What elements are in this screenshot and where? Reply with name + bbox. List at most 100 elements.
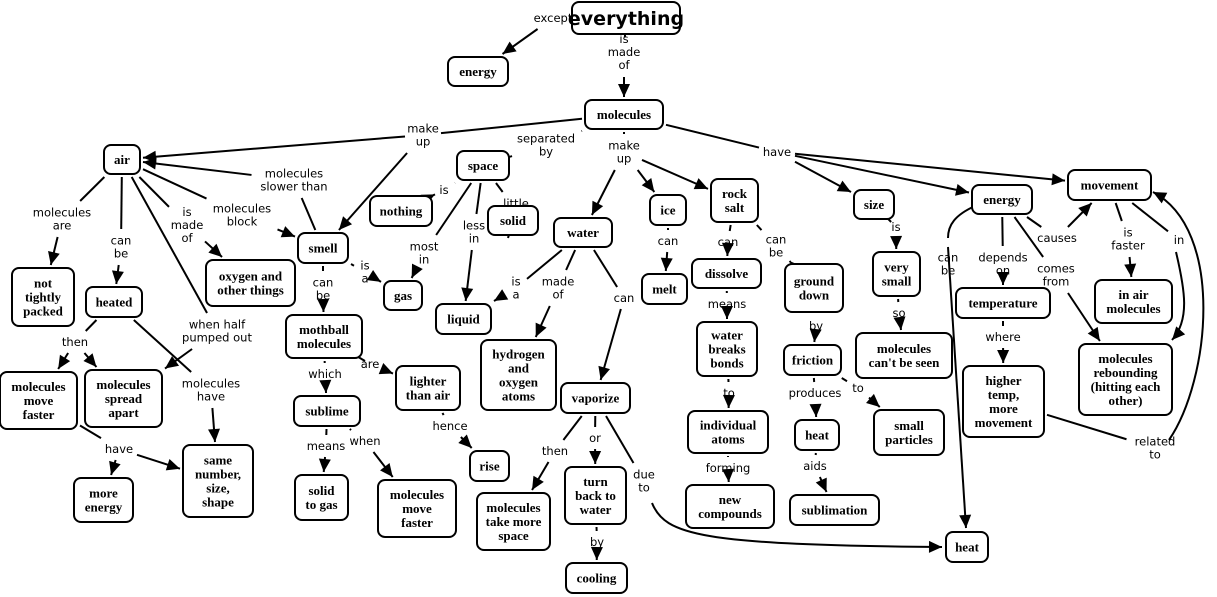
concept-heat-bottom[interactable]: heat [945,531,989,563]
concept-box[interactable] [480,339,557,411]
concept-sublimation[interactable]: sublimation [789,494,880,526]
concept-box[interactable] [945,531,989,563]
concept-box[interactable] [1078,343,1173,416]
concept-heat-mid[interactable]: heat [794,419,840,451]
concept-sublime[interactable]: sublime [293,395,361,427]
concept-box[interactable] [553,217,613,248]
concept-dissolve[interactable]: dissolve [691,258,762,289]
concept-box[interactable] [73,477,134,523]
concept-everything[interactable]: everything [568,1,684,35]
concept-box[interactable] [584,99,664,130]
concept-size[interactable]: size [853,189,895,220]
concept-melt[interactable]: melt [641,273,688,305]
concept-box[interactable] [369,195,433,227]
concept-gas[interactable]: gas [383,280,423,311]
concept-box[interactable] [294,474,349,521]
concept-box[interactable] [784,263,844,313]
concept-box[interactable] [564,466,627,525]
concept-solid[interactable]: solid [487,205,539,236]
concept-box[interactable] [487,205,539,236]
concept-box[interactable] [435,303,492,335]
concept-cooling[interactable]: cooling [565,562,628,594]
concept-box[interactable] [853,189,895,220]
concept-box[interactable] [469,450,510,482]
concept-box[interactable] [395,365,461,411]
concept-energy-top[interactable]: energy [447,56,509,87]
concept-box[interactable] [855,332,953,379]
concept-box[interactable] [872,251,921,297]
concept-box[interactable] [297,232,349,264]
concept-box[interactable] [955,287,1051,319]
concept-rise[interactable]: rise [469,450,510,482]
concept-box[interactable] [447,56,509,87]
concept-box[interactable] [789,494,880,526]
concept-space[interactable]: space [456,150,510,181]
concept-vaporize[interactable]: vaporize [560,382,631,414]
concept-water[interactable]: water [553,217,613,248]
concept-box[interactable] [696,321,758,377]
concept-box[interactable] [971,184,1033,215]
concept-box[interactable] [962,365,1045,438]
concept-box[interactable] [293,395,361,427]
concept-box[interactable] [285,314,363,359]
concept-box[interactable] [383,280,423,311]
concept-box[interactable] [476,492,551,551]
concept-box[interactable] [0,371,78,430]
concept-smell[interactable]: smell [297,232,349,264]
concept-heated[interactable]: heated [85,286,143,318]
concept-box[interactable] [571,1,681,35]
concept-box[interactable] [710,178,759,223]
concept-movement[interactable]: movement [1067,169,1152,201]
concept-box[interactable] [377,479,457,538]
concept-box[interactable] [1094,279,1173,324]
concept-nothing[interactable]: nothing [369,195,433,227]
concept-box[interactable] [641,273,688,305]
concept-box[interactable] [649,194,687,226]
concept-box[interactable] [1067,169,1152,201]
concept-box[interactable] [182,444,254,518]
concept-box[interactable] [687,410,769,454]
concept-box[interactable] [560,382,631,414]
concept-box[interactable] [873,409,945,456]
concept-air[interactable]: air [103,144,141,175]
concept-box[interactable] [11,267,75,327]
concept-box[interactable] [691,258,762,289]
concept-friction[interactable]: friction [783,344,842,376]
concept-molecules[interactable]: molecules [584,99,664,130]
concept-box[interactable] [565,562,628,594]
concept-ice[interactable]: ice [649,194,687,226]
concept-box[interactable] [794,419,840,451]
concept-box[interactable] [685,484,775,529]
concept-box[interactable] [783,344,842,376]
concept-box[interactable] [85,286,143,318]
concept-liquid[interactable]: liquid [435,303,492,335]
concept-box[interactable] [103,144,141,175]
concept-box[interactable] [456,150,510,181]
concept-box[interactable] [84,369,163,428]
concept-energy-right[interactable]: energy [971,184,1033,215]
concept-temperature[interactable]: temperature [955,287,1051,319]
